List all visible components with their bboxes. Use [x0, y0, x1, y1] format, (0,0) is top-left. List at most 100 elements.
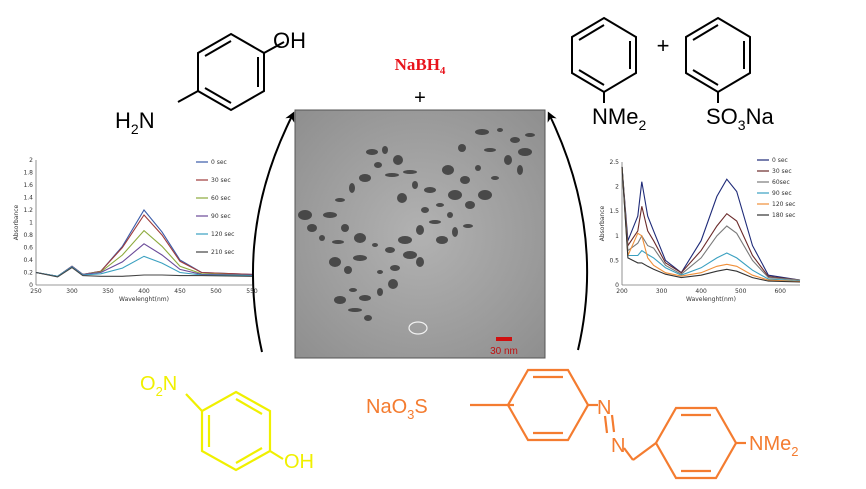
y-axis-title: Absorbance [13, 204, 20, 240]
nanoparticle [424, 187, 436, 193]
nanoparticle-cluster [298, 128, 535, 321]
dimethylaniline-label: NMe2 [592, 104, 646, 133]
y-tick-label: 1.6 [23, 182, 33, 189]
nanoparticle [366, 149, 378, 155]
x-tick-label: 200 [616, 288, 628, 295]
x-tick-label: 400 [138, 288, 150, 295]
y-tick-label: 1.8 [23, 170, 33, 177]
nanoparticle [335, 198, 345, 202]
nanoparticle [329, 257, 341, 267]
nanoparticle [359, 174, 371, 182]
nitrophenol-no2-label: O2N [140, 373, 177, 399]
nanoparticle [458, 144, 466, 152]
y-tick-label: 0.5 [609, 257, 619, 264]
legend-label: 210 sec [211, 249, 234, 256]
legend-label: 0 sec [211, 159, 227, 166]
legend-label: 90 sec [211, 213, 231, 220]
nanoparticle [452, 227, 458, 237]
legend-label: 0 sec [772, 157, 788, 164]
x-tick-label: 500 [210, 288, 222, 295]
x-tick-label: 350 [102, 288, 114, 295]
nanoparticle [448, 190, 462, 200]
nanoparticle [460, 176, 470, 184]
azo-n2-label: N [611, 435, 625, 457]
nanoparticle [412, 181, 418, 189]
methyl-orange-sulfonate-label: NaO3S [366, 396, 428, 422]
reagent-plus: + [414, 87, 426, 109]
y-tick-label: 1.5 [609, 208, 619, 215]
y-tick-label: 2.5 [609, 159, 619, 166]
nanoparticle [332, 240, 344, 244]
y-tick-label: 0.4 [23, 257, 33, 264]
nanoparticle [382, 146, 388, 154]
legend-label: 120 sec [211, 231, 234, 238]
series-line [35, 214, 253, 277]
methyl-orange-nme2-label: NMe2 [749, 433, 798, 459]
series-line [621, 166, 801, 283]
nanoparticle [307, 224, 317, 232]
nanoparticle [436, 203, 444, 207]
nanoparticle [359, 295, 371, 301]
legend-label: 30 sec [211, 177, 231, 184]
y-tick-label: 0.8 [23, 232, 33, 239]
nanoparticle [416, 225, 424, 235]
benzenesulfonate-label: SO3Na [706, 104, 774, 133]
tem-image: 30 nm [294, 109, 546, 359]
nanoparticle [403, 170, 417, 174]
y-tick-label: 2 [29, 157, 33, 164]
y-tick-label: 1.4 [23, 195, 33, 202]
x-tick-label: 550 [246, 288, 258, 295]
nanoparticle [525, 133, 535, 137]
nanoparticle [349, 288, 357, 292]
methyl-orange-structure [470, 368, 746, 480]
x-tick-label: 250 [30, 288, 42, 295]
nanoparticle [478, 190, 492, 200]
nanoparticle [377, 270, 383, 274]
nanoparticle [353, 255, 367, 261]
nanoparticle [484, 148, 496, 152]
y-axis-title: Absorbance [599, 205, 606, 241]
y-tick-label: 0.2 [23, 270, 33, 277]
y-tick-label: 1.2 [23, 207, 33, 214]
series-line [621, 166, 801, 282]
nitrophenol-oh-label: OH [284, 451, 314, 473]
reagent-label: NaBH4 [395, 55, 446, 77]
nanoparticle [349, 183, 355, 193]
legend-label: 60 sec [211, 195, 231, 202]
azo-n1-label: N [597, 397, 611, 419]
benzenesulfonate-structure [685, 16, 751, 103]
nanoparticle [497, 128, 503, 132]
nanoparticle [517, 165, 523, 175]
nanoparticle [398, 236, 412, 244]
nanoparticle [377, 288, 383, 296]
x-tick-label: 450 [174, 288, 186, 295]
x-tick-label: 300 [66, 288, 78, 295]
x-tick-label: 400 [695, 288, 707, 295]
nanoparticle [475, 165, 481, 171]
nanoparticle [374, 162, 382, 168]
x-axis-title: Wavelenght(nm) [686, 296, 736, 303]
nanoparticle [475, 129, 489, 135]
y-tick-label: 1 [615, 233, 619, 240]
nanoparticle [385, 173, 399, 177]
y-tick-label: 0.6 [23, 245, 33, 252]
nanoparticle [319, 235, 325, 241]
nanoparticle [323, 212, 337, 218]
nanoparticle [298, 210, 312, 220]
nanoparticle [491, 176, 499, 180]
arrow-right-reduction [547, 111, 589, 351]
x-tick-label: 500 [735, 288, 747, 295]
nanoparticle [393, 155, 403, 165]
scale-bar [496, 337, 512, 341]
legend-label: 180 sec [772, 212, 795, 219]
nanoparticle [397, 193, 407, 203]
series-line [621, 166, 801, 281]
nanoparticle [372, 243, 378, 247]
nanoparticle [341, 224, 349, 232]
nanoparticle [354, 233, 366, 243]
nitrophenol-structure [185, 390, 284, 472]
nanoparticle [364, 315, 372, 321]
legend-label: 90 sec [772, 190, 792, 197]
